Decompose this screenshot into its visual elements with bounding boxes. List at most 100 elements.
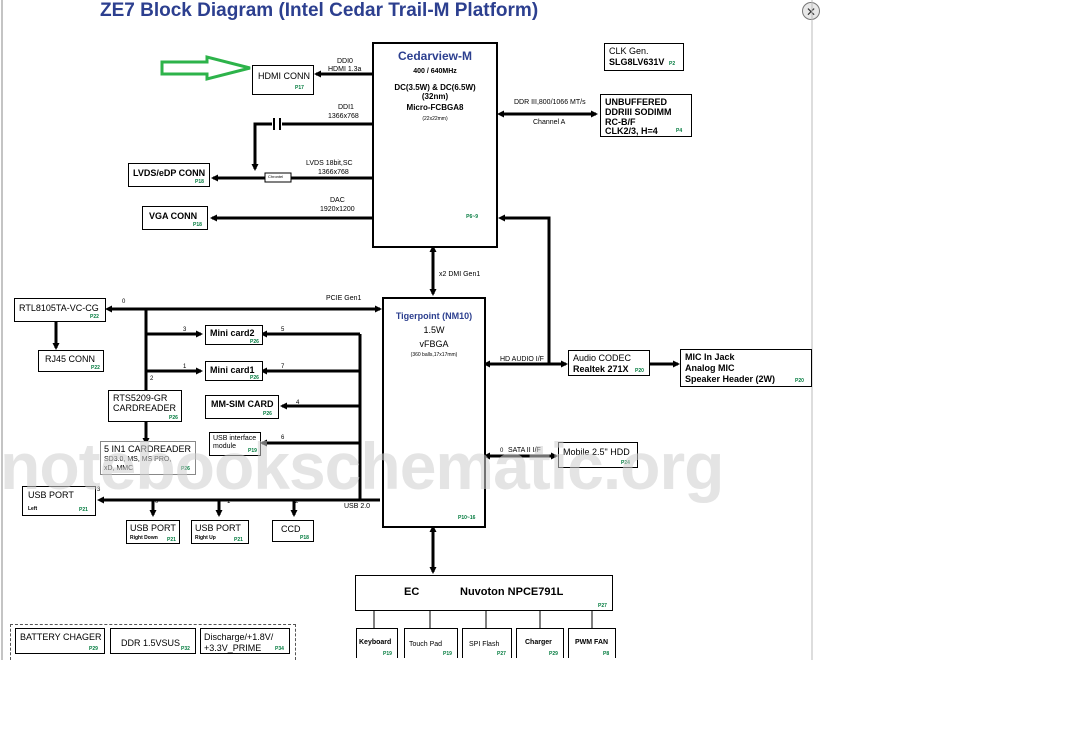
minicard1-pcie: 1: [183, 364, 187, 370]
close-icon[interactable]: ✕: [802, 2, 820, 20]
minicard2-block: Mini card2 P26: [205, 325, 263, 345]
hdmi-page: P17: [295, 85, 304, 91]
clk-line2: SLG8LV631V: [609, 57, 665, 67]
clk-page: P2: [669, 61, 676, 67]
cpu-size: (22x22mm): [422, 116, 448, 122]
codec-page: P20: [635, 368, 644, 374]
charger-label: Charger: [525, 639, 552, 646]
pch-package: vFBGA: [419, 339, 449, 349]
green-arrow-icon: [160, 55, 251, 81]
cpu-page: P6~9: [466, 214, 478, 220]
rts-cardreader-block: RTS5209-GR CARDREADER P26: [108, 390, 182, 422]
hdd-block: Mobile 2.5" HDD P24: [558, 442, 638, 468]
hdmi-conn-block: HDMI CONN P17: [252, 65, 314, 95]
rtl-block: RTL8105TA-VC-CG P22: [14, 298, 106, 322]
hdd-page: P24: [621, 460, 630, 466]
cpu-block: Cedarview-M 400 / 640MHz DC(3.5W) & DC(6…: [372, 42, 498, 248]
pwm-fan-block: PWM FAN P8: [568, 628, 616, 658]
mmsim-label: MM-SIM CARD: [211, 399, 274, 409]
ec-block: EC Nuvoton NPCE791L P27: [355, 575, 613, 611]
usb-left-port: 3: [97, 487, 101, 493]
rts-pcie: 2: [150, 376, 154, 382]
spi-flash-page: P27: [497, 651, 506, 657]
cardreader-line1: 5 IN1 CARDREADER: [104, 444, 192, 454]
discharge-line1: Discharge/+1.8V/: [204, 632, 274, 642]
ddr-vsus-label: DDR 1.5VSUS: [121, 638, 181, 648]
ddi1-label: DDI1: [338, 104, 354, 111]
usbmod-line2: module: [213, 443, 236, 450]
rts-line1: RTS5209-GR: [113, 393, 168, 403]
lvds-bus1: LVDS 18bit,SC: [306, 160, 353, 167]
sodimm-page: P4: [676, 128, 683, 134]
spi-flash-label: SPI Flash: [469, 641, 500, 648]
usb-rd-port: 0: [155, 499, 159, 505]
minicard2-usb: 5: [281, 327, 285, 333]
cardreader-line2: SD3.0, MS, MS PRO,: [104, 456, 172, 463]
usb-port-right-up-block: USB PORT Right Up P21: [191, 520, 249, 544]
rts-page: P26: [169, 415, 178, 421]
battery-charger-page: P29: [89, 646, 98, 652]
minicard1-usb: 7: [281, 364, 285, 370]
ddi1-res: 1366x768: [328, 113, 359, 120]
lvds-page: P18: [195, 179, 204, 185]
battery-charger-label: BATTERY CHAGER: [20, 632, 102, 642]
charger-page: P29: [549, 651, 558, 657]
codec-line1: Audio CODEC: [573, 353, 632, 363]
ddr-bus-label: DDR III,800/1066 MT/s: [514, 99, 586, 106]
discharge-line2: +3.3V_PRIME: [204, 643, 262, 653]
clk-line1: CLK Gen.: [609, 46, 649, 56]
lvds-conn-block: LVDS/eDP CONN P18: [128, 163, 210, 187]
rtl-page: P22: [90, 314, 99, 320]
ccd-page: P18: [300, 535, 309, 541]
mmsim-page: P26: [263, 411, 272, 417]
cardreader-line3: xD, MMC: [104, 465, 134, 472]
mic-speaker-block: MIC In Jack Analog MIC Speaker Header (2…: [680, 349, 812, 387]
rj45-block: RJ45 CONN P22: [38, 350, 104, 372]
chrontel-label: Chrontel: [268, 174, 284, 179]
codec-line2: Realtek 271X: [573, 364, 629, 374]
ccd-label: CCD: [281, 524, 301, 534]
sodimm-block: UNBUFFERED DDRIII SODIMM RC-B/F CLK2/3, …: [600, 94, 692, 137]
ddr-channel-label: Channel A: [533, 119, 566, 126]
usbmod-page: P19: [248, 448, 257, 454]
usbmod-line1: USB interface: [213, 435, 257, 442]
ccd-port: 2: [295, 499, 299, 505]
vga-page: P18: [193, 222, 202, 228]
dmi-label: x2 DMI Gen1: [439, 271, 481, 278]
minicard2-page: P26: [250, 339, 259, 345]
diagram-title: ZE7 Block Diagram (Intel Cedar Trail-M P…: [100, 0, 539, 21]
usb-rd-sub: Right Down: [130, 535, 158, 541]
ddr-vsus-page: P32: [181, 646, 190, 652]
usb-ru-port: 1: [227, 499, 231, 505]
usb-ru-sub: Right Up: [195, 535, 216, 541]
ddi1-link: [251, 122, 372, 171]
sodimm-line2: DDRIII SODIMM: [605, 107, 672, 117]
vga-conn-block: VGA CONN P18: [142, 206, 208, 230]
audio-loop: [498, 214, 551, 364]
charger-block: Charger P29: [516, 628, 564, 658]
ec-page: P27: [598, 603, 607, 609]
rtl-label: RTL8105TA-VC-CG: [19, 303, 99, 313]
rts-line2: CARDREADER: [113, 403, 177, 413]
pwm-fan-page: P8: [603, 651, 610, 657]
audio-codec-block: Audio CODEC Realtek 271X P20: [568, 350, 650, 376]
minicard1-block: Mini card1 P26: [205, 361, 263, 381]
usb-module-block: USB interface module P19: [209, 432, 261, 456]
usb-left-label: USB PORT: [28, 490, 74, 500]
sodimm-line1: UNBUFFERED: [605, 97, 667, 107]
usb-ru-page: P21: [234, 537, 243, 543]
cpu-name: Cedarview-M: [397, 49, 473, 63]
cpu-power: DC(3.5W) & DC(6.5W): [394, 83, 476, 92]
ec-name: Nuvoton NPCE791L: [460, 586, 564, 598]
vga-bus1: DAC: [330, 197, 345, 204]
mmsim-block: MM-SIM CARD P26: [205, 395, 279, 419]
discharge-page: P34: [275, 646, 284, 652]
usb-left-sub: Left: [28, 506, 38, 512]
usb20-label: USB 2.0: [344, 503, 371, 510]
hdmi-bus2: HDMI 1.3a: [328, 66, 362, 73]
hdd-label: Mobile 2.5" HDD: [563, 447, 630, 457]
usb-left-page: P21: [79, 507, 88, 513]
pcie-label: PCIE Gen1: [326, 295, 362, 302]
